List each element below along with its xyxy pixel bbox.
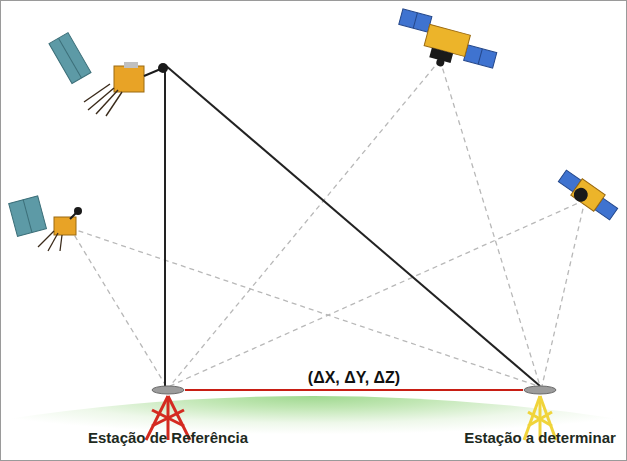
signal-lines — [70, 60, 585, 386]
satellite — [555, 168, 619, 222]
antenna-station: Estação a determinar — [523, 385, 557, 395]
baseline-vector — [185, 389, 523, 391]
ground — [1, 396, 626, 460]
antenna-plate — [523, 385, 557, 395]
satellite — [49, 33, 168, 116]
edge-label: (ΔX, ΔY, ΔZ) — [305, 369, 403, 387]
station-label: Estação a determinar — [464, 429, 616, 446]
satellite — [391, 9, 501, 80]
baseline-triangle — [165, 65, 540, 386]
antenna-station: Estação de Referência — [151, 385, 185, 395]
satellite — [9, 196, 82, 251]
antenna-plate — [151, 385, 185, 395]
station-label: Estação de Referência — [88, 429, 248, 446]
